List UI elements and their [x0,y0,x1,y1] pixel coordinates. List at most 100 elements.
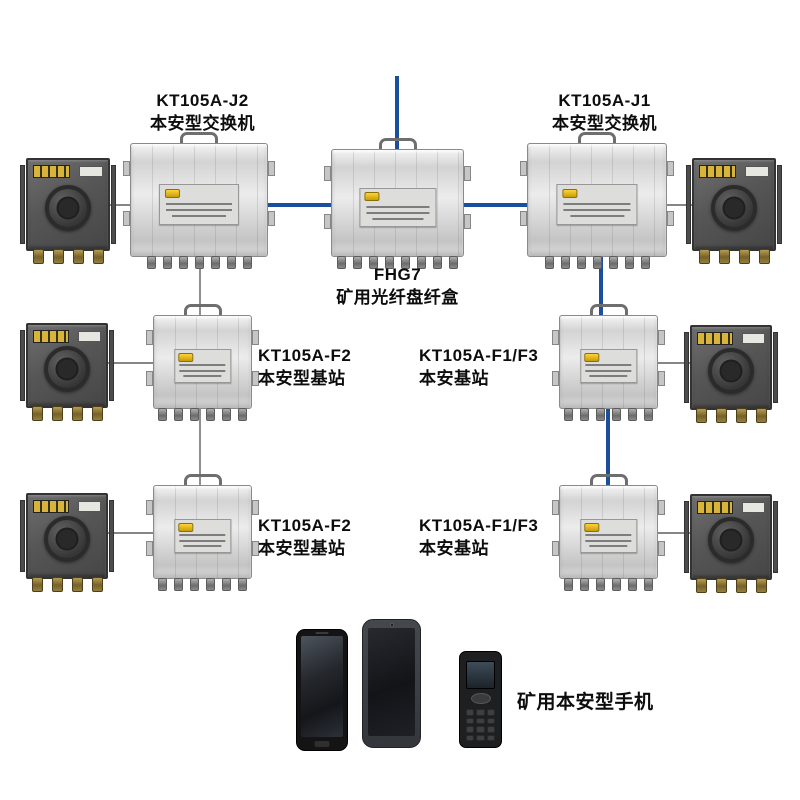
mount-ear [252,500,259,516]
device-base-bot-right [552,474,665,591]
base-bot-right-model: KT105A-F1/F3 [419,516,539,535]
mount-ear [552,371,559,387]
blind-flange [45,185,91,232]
nameplate [579,518,638,553]
switch-j2-model: KT105A-J2 [156,91,249,110]
junction-box-bot-left [20,493,114,592]
device-base-bot-left [146,474,259,591]
mount-ear [552,500,559,516]
phone-screen [466,661,495,689]
mount-ear [146,330,153,346]
mount-ear [464,166,471,182]
junction-box-top-right [686,158,782,264]
cable-glands [690,578,772,593]
label-handset: 矿用本安型手机 [517,691,697,714]
cable-glands [153,408,252,421]
home-button [314,741,330,747]
keypad [466,709,495,741]
switch-j2-type: 本安型交换机 [150,114,255,133]
mount-ear [123,161,130,177]
brand-logo-icon [164,188,180,198]
mount-ear [324,213,331,229]
label-base-mid-left: KT105A-F2 本安型基站 [258,344,388,390]
cable-glands [559,578,658,591]
cable-glands [26,249,110,264]
cable-glands [559,408,658,421]
blind-flange [711,185,757,232]
base-bot-left-type: 本安型基站 [258,539,346,558]
smartphone-2 [362,619,421,748]
speaker-slot [315,632,329,634]
handle [180,132,218,145]
mount-ear [268,211,275,227]
brand-logo-icon [178,522,194,532]
warning-tag [697,332,734,345]
label-base-mid-right: KT105A-F1/F3 本安基站 [419,344,569,390]
cert-tag [742,333,765,344]
warning-tag [699,165,736,178]
mount-ear [123,211,130,227]
nameplate [556,184,638,226]
mount-ear [658,500,665,516]
junction-box-mid-right [684,325,778,423]
handle [183,474,222,487]
mount-ear [146,541,153,557]
base-mid-right-model: KT105A-F1/F3 [419,346,539,365]
warning-tag [33,330,70,343]
mount-ear [552,330,559,346]
fiber-box-model: FHG7 [373,265,422,284]
mount-ear [252,330,259,346]
nameplate [579,348,638,383]
cert-tag [742,502,765,513]
mount-ear [658,541,665,557]
brand-logo-icon [364,192,380,202]
device-base-mid-right [552,304,665,421]
junction-box-top-left [20,158,116,264]
smartphone-1 [296,629,348,751]
feature-phone [459,651,502,748]
label-switch-j2: KT105A-J2 本安型交换机 [110,89,295,135]
junction-box-mid-left [20,323,114,421]
base-mid-left-type: 本安型基站 [258,369,346,388]
nameplate [158,184,240,226]
mount-ear [658,330,665,346]
mount-ear [252,541,259,557]
cable-glands [331,256,464,269]
mount-ear [268,161,275,177]
mount-ear [552,541,559,557]
device-base-mid-left [146,304,259,421]
mount-ear [667,161,674,177]
handle [589,474,628,487]
cert-tag [745,166,769,177]
camera-icon [389,623,394,627]
base-mid-right-type: 本安基站 [419,369,489,388]
blind-flange [708,347,754,394]
handle [378,138,417,151]
device-fiber-box [324,138,471,269]
brand-logo-icon [584,522,600,532]
handset-label: 矿用本安型手机 [517,692,654,713]
handle [183,304,222,317]
switch-j1-type: 本安型交换机 [552,114,657,133]
warning-tag [33,165,70,178]
mount-ear [520,211,527,227]
blind-flange [44,345,90,392]
mount-ear [520,161,527,177]
nameplate [173,348,232,383]
brand-logo-icon [178,352,194,362]
brand-logo-icon [584,352,600,362]
cable-glands [26,577,108,592]
label-base-bot-left: KT105A-F2 本安型基站 [258,514,388,560]
handle [589,304,628,317]
mount-ear [464,213,471,229]
cert-tag [79,166,103,177]
mount-ear [667,211,674,227]
phone-screen [301,636,343,737]
cable-glands [527,256,667,269]
switch-j1-model: KT105A-J1 [558,91,651,110]
cable-glands [26,406,108,421]
handle [578,132,616,145]
phone-screen [368,628,415,736]
blind-flange [708,517,754,564]
base-bot-left-model: KT105A-F2 [258,516,352,535]
